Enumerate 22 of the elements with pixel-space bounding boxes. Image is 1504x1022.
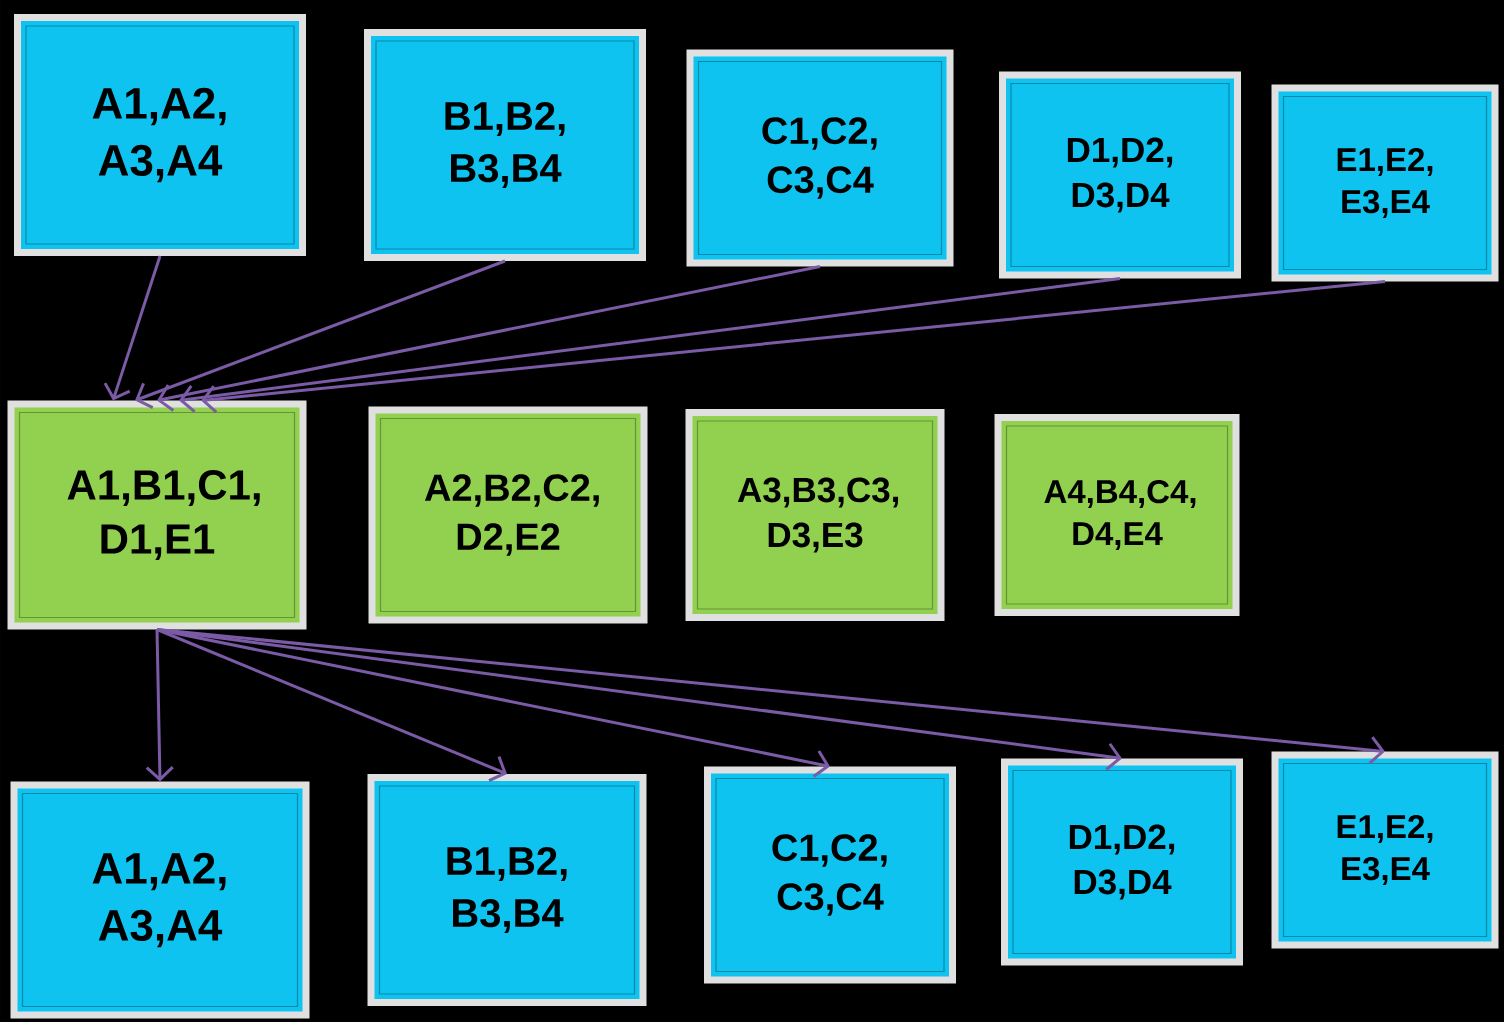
process-box: A3,B3,C3, D3,E3 [685, 409, 945, 621]
arrow [145, 629, 174, 782]
process-box: C1,C2, C3,C4 [686, 49, 954, 267]
arrow [103, 255, 162, 401]
arrow [179, 277, 1121, 413]
process-box: B1,B2, B3,B4 [367, 774, 647, 1006]
process-box: A1,A2, A3,A4 [14, 14, 306, 256]
process-box: B1,B2, B3,B4 [364, 29, 646, 261]
arrow [135, 259, 506, 410]
process-box: A1,B1,C1, D1,E1 [7, 400, 307, 630]
arrow [156, 628, 1385, 765]
process-box: C1,C2, C3,C4 [704, 766, 956, 984]
process-box: D1,D2, D3,D4 [1001, 758, 1243, 966]
arrow [156, 628, 507, 783]
process-box: D1,D2, D3,D4 [999, 71, 1241, 279]
process-box: A4,B4,C4, D4,E4 [994, 414, 1240, 616]
process-box: A1,A2, A3,A4 [10, 781, 310, 1019]
process-box: A2,B2,C2, D2,E2 [368, 406, 648, 624]
arrow [201, 280, 1386, 414]
process-box: E1,E2, E3,E4 [1271, 751, 1499, 949]
process-box: E1,E2, E3,E4 [1271, 84, 1499, 282]
arrow [157, 265, 821, 412]
